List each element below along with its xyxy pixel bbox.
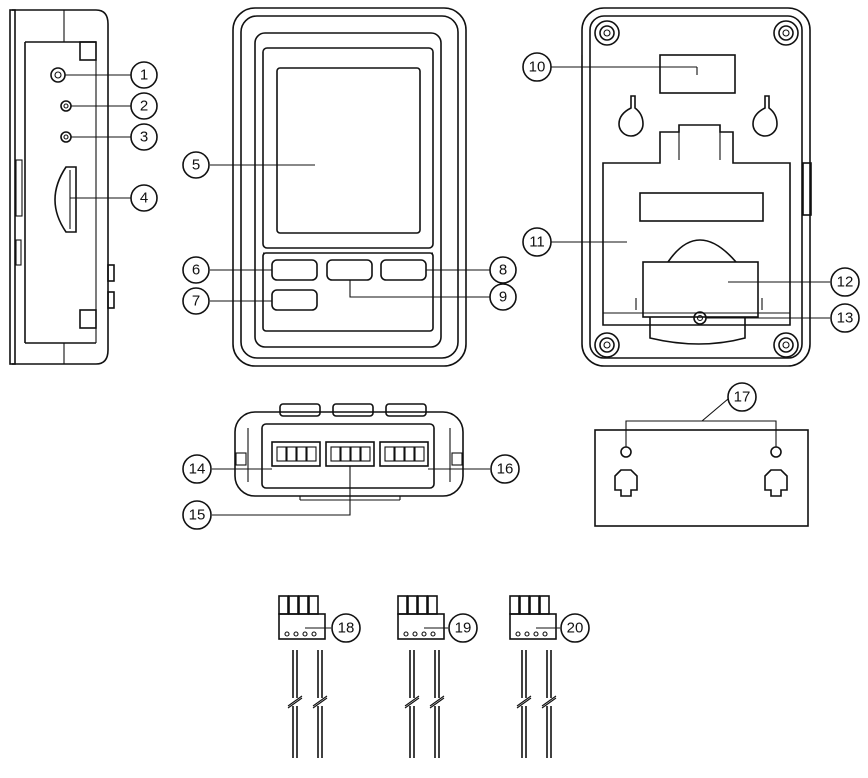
callout-11: 11	[522, 227, 552, 257]
corner-screw-br	[773, 332, 799, 358]
callout-12: 12	[830, 267, 860, 297]
svg-text:15: 15	[189, 507, 206, 524]
callout-19: 19	[448, 613, 478, 643]
callout-8: 8	[489, 256, 517, 284]
svg-text:17: 17	[734, 389, 751, 406]
svg-text:8: 8	[499, 262, 507, 279]
button-8[interactable]	[380, 259, 427, 281]
button-9[interactable]	[326, 259, 373, 281]
callout-18: 18	[331, 613, 361, 643]
side-view	[9, 9, 115, 365]
callout-6: 6	[182, 256, 210, 284]
side-jack-2	[60, 100, 72, 112]
side-jack-1	[50, 67, 66, 83]
svg-text:12: 12	[837, 274, 854, 291]
plug-20	[509, 595, 557, 758]
svg-text:2: 2	[140, 98, 148, 115]
svg-text:10: 10	[529, 59, 546, 76]
callout-4: 4	[130, 184, 158, 212]
leader-lines	[65, 66, 830, 629]
bottom-view	[234, 403, 464, 501]
corner-screw-bl	[594, 332, 620, 358]
button-7[interactable]	[271, 289, 318, 311]
back-view	[581, 7, 812, 367]
button-6[interactable]	[271, 259, 318, 281]
callout-17: 17	[727, 382, 757, 412]
svg-text:13: 13	[837, 310, 854, 327]
svg-text:9: 9	[499, 289, 507, 306]
callout-13: 13	[830, 303, 860, 333]
callout-5: 5	[182, 151, 210, 179]
svg-text:18: 18	[338, 620, 355, 637]
svg-text:19: 19	[455, 620, 472, 637]
battery-screw	[693, 311, 707, 325]
socket-14	[271, 441, 321, 467]
callout-2: 2	[130, 92, 158, 120]
callout-9: 9	[489, 283, 517, 311]
corner-screw-tr	[773, 20, 799, 46]
sd-card-slot	[54, 166, 77, 233]
socket-15	[325, 441, 375, 467]
callout-10: 10	[522, 52, 552, 82]
side-jack-3	[60, 131, 72, 143]
svg-text:11: 11	[529, 234, 545, 251]
svg-text:3: 3	[140, 129, 148, 146]
callout-3: 3	[130, 123, 158, 151]
corner-screw-tl	[594, 20, 620, 46]
front-view	[232, 7, 467, 367]
svg-text:16: 16	[497, 461, 514, 478]
battery-cover	[642, 261, 759, 318]
callout-14: 14	[182, 454, 212, 484]
plug-19	[397, 595, 445, 758]
callout-15: 15	[182, 500, 212, 530]
svg-text:14: 14	[189, 461, 206, 478]
svg-text:7: 7	[192, 293, 200, 310]
svg-text:1: 1	[140, 67, 148, 84]
display-screen	[276, 67, 421, 234]
callout-16: 16	[490, 454, 520, 484]
plug-18	[278, 595, 328, 758]
svg-text:6: 6	[192, 262, 200, 279]
callout-7: 7	[182, 287, 210, 315]
svg-text:4: 4	[140, 190, 148, 207]
svg-text:20: 20	[567, 620, 584, 637]
callout-1: 1	[130, 61, 158, 89]
svg-text:5: 5	[192, 157, 200, 174]
callout-20: 20	[560, 613, 590, 643]
socket-16	[379, 441, 429, 467]
